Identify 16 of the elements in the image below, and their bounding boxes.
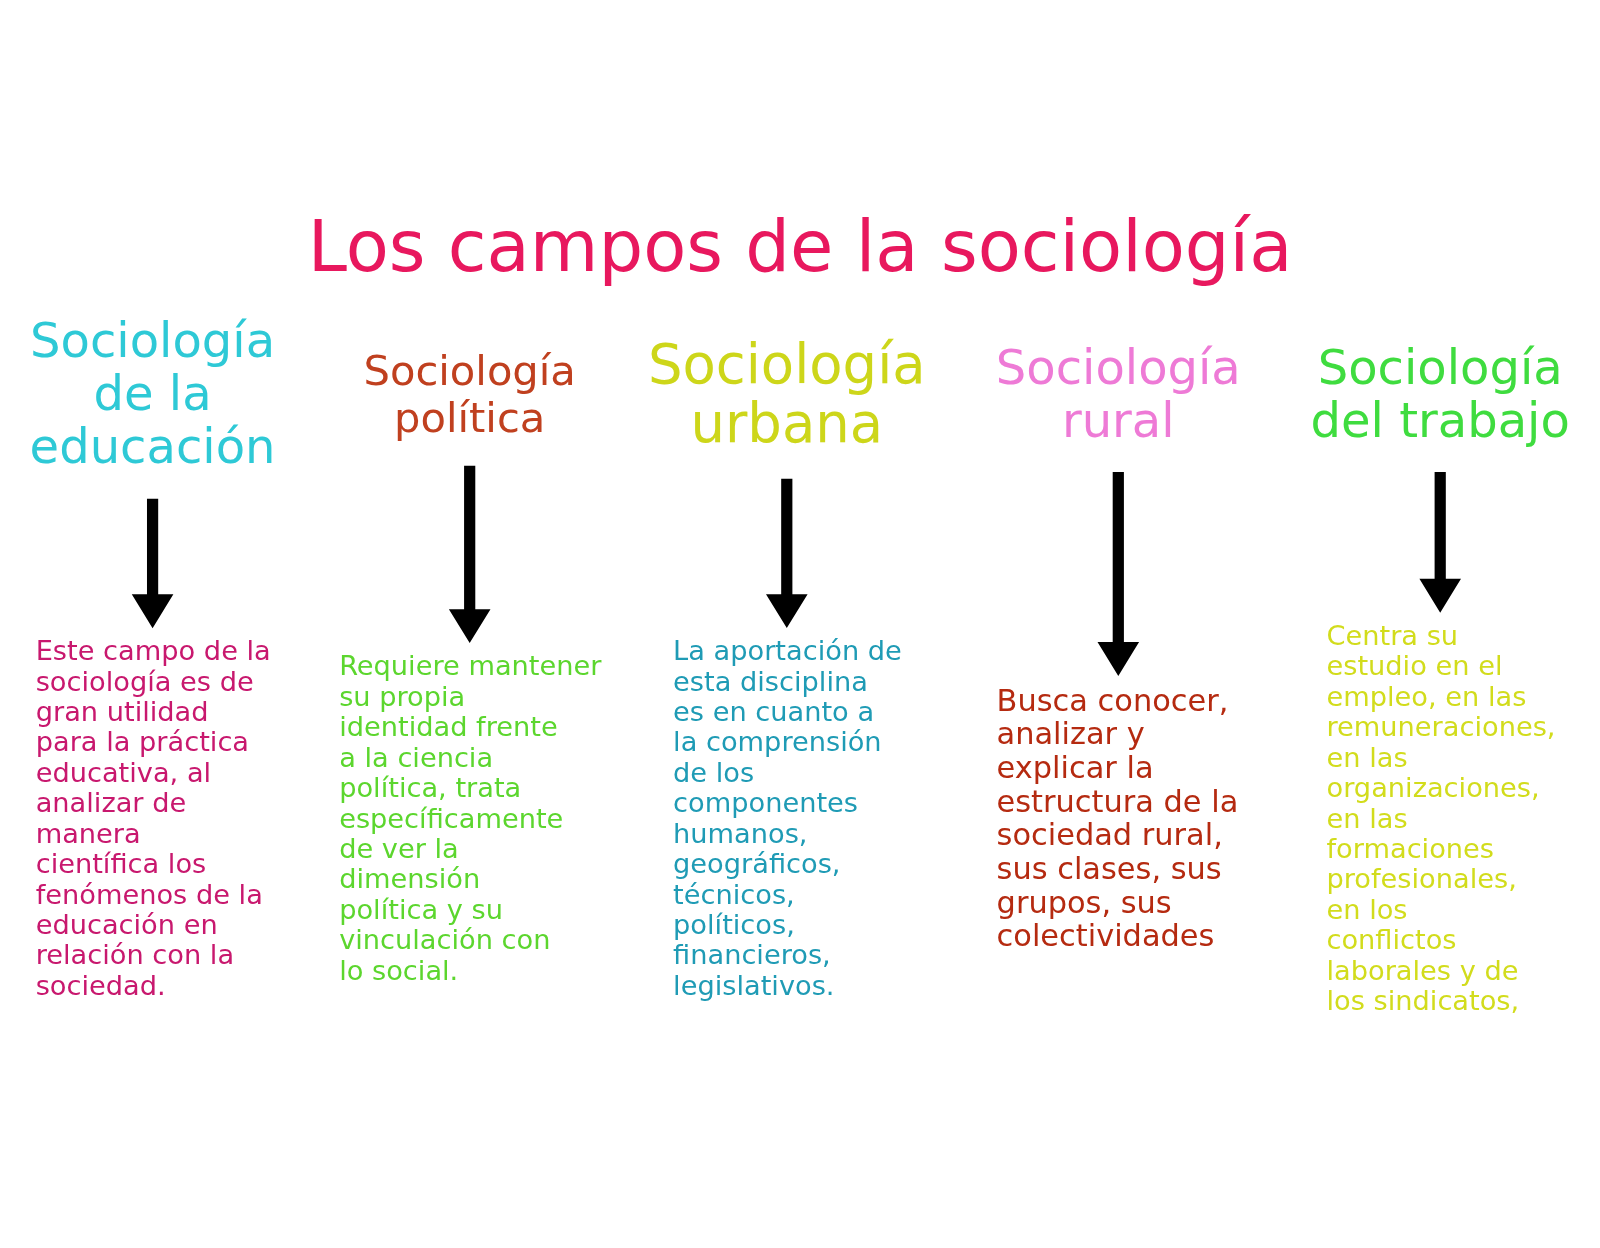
arrow (131, 498, 174, 629)
arrow (1097, 471, 1140, 676)
node-text: Busca conocer, analizar y explicar la estructura de la sociedad rural, sus clases, sus grupos, sus colectividades (996, 682, 1239, 954)
arrow (765, 478, 808, 629)
arrow (448, 465, 491, 644)
diagram-title: Los campos de la sociología (307, 206, 1293, 289)
node-text: Sociología política (363, 346, 576, 442)
node-text: Requiere mantener su propia identidad frente a la ciencia política, trata específicamente de ver la dimensión política y su vinculación con lo social. (339, 650, 602, 986)
node-text: Sociología rural (995, 338, 1241, 448)
node-text: Sociología del trabajo (1310, 338, 1570, 448)
node-text: Centra su estudio en el empleo, en las remuneraciones, en las organizaciones, en las formaciones profesionales, en los conflictos laborales y de los sindicatos, (1326, 619, 1556, 1017)
arrow (1419, 471, 1461, 613)
node-text: La aportación de esta disciplina es en cuanto a la comprensión de los componentes humanos, geográficos, técnicos, políticos, financieros, legislativos. (673, 635, 902, 1001)
node-text: Sociología de la educación (29, 312, 276, 475)
node-text: Sociología urbana (647, 331, 926, 455)
node-text: Este campo de la sociología es de gran utilidad para la práctica educativa, al analizar de manera científica los fenómenos de la educación en relación con la sociedad. (35, 635, 271, 1001)
